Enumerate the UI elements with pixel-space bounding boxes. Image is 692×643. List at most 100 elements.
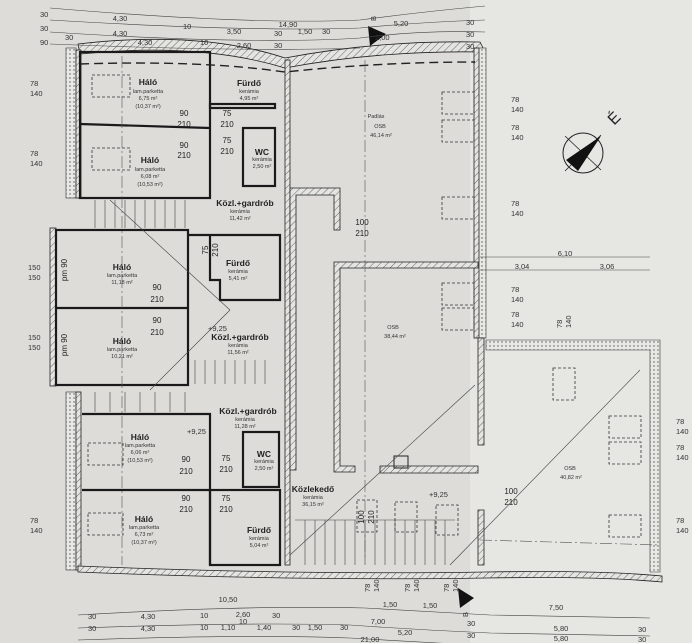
roof-lines: [79, 56, 661, 565]
svg-text:kerámia: kerámia: [228, 343, 249, 349]
svg-text:210: 210: [219, 505, 233, 514]
svg-text:210: 210: [211, 243, 220, 257]
room-wc-1: WC kerámia 2,50 m²: [252, 147, 273, 170]
svg-text:kerámia: kerámia: [254, 459, 275, 465]
svg-text:30: 30: [40, 10, 48, 19]
svg-text:11,28 m²: 11,28 m²: [234, 424, 255, 430]
svg-text:40,82 m²: 40,82 m²: [560, 475, 582, 481]
svg-text:78: 78: [30, 516, 38, 525]
svg-text:pm 90: pm 90: [60, 333, 69, 356]
svg-text:30: 30: [65, 33, 73, 42]
svg-text:1,10: 1,10: [221, 623, 236, 632]
svg-text:Háló: Háló: [131, 432, 149, 442]
svg-text:Háló: Háló: [113, 336, 131, 346]
roof-windows: [87, 74, 642, 538]
svg-text:Háló: Háló: [139, 77, 157, 87]
svg-text:(10,37 m²): (10,37 m²): [135, 104, 161, 110]
svg-text:210: 210: [220, 120, 234, 129]
svg-text:lam.parketta: lam.parketta: [107, 273, 138, 279]
svg-text:75: 75: [222, 454, 231, 463]
svg-text:210: 210: [504, 498, 518, 507]
svg-text:140: 140: [676, 526, 689, 535]
svg-text:Közl.+gardrób: Közl.+gardrób: [211, 332, 268, 342]
top-dimension-lines: 4,30 14,90 5,20 30 30 30 4,30 10 3,50 30…: [40, 5, 486, 51]
room-halo-4: Háló lam.parketta 10,21 m²: [107, 336, 138, 360]
svg-text:78: 78: [511, 310, 519, 319]
svg-text:OSB: OSB: [387, 325, 399, 331]
svg-text:lam.parketta: lam.parketta: [107, 347, 138, 353]
svg-text:150: 150: [28, 263, 41, 272]
svg-text:150: 150: [28, 343, 41, 352]
svg-text:5,80: 5,80: [554, 624, 569, 633]
svg-text:B: B: [461, 612, 470, 617]
svg-text:30: 30: [467, 631, 475, 640]
svg-text:75: 75: [222, 494, 231, 503]
svg-text:kerámia: kerámia: [252, 157, 273, 163]
svg-text:2,50 m²: 2,50 m²: [253, 164, 272, 170]
svg-text:6,73 m²: 6,73 m²: [135, 532, 154, 538]
svg-text:210: 210: [355, 229, 369, 238]
svg-text:6,10: 6,10: [558, 249, 573, 258]
svg-text:Közl.+gardrób: Közl.+gardrób: [219, 406, 276, 416]
svg-text:10: 10: [200, 623, 208, 632]
svg-text:75: 75: [223, 136, 232, 145]
svg-text:10,50: 10,50: [219, 595, 238, 604]
svg-text:2,60: 2,60: [236, 610, 251, 619]
svg-text:210: 210: [179, 467, 193, 476]
svg-text:kerámia: kerámia: [235, 417, 256, 423]
svg-text:210: 210: [150, 295, 164, 304]
svg-text:11,56 m²: 11,56 m²: [227, 350, 248, 356]
svg-text:140: 140: [30, 159, 43, 168]
svg-text:78: 78: [30, 79, 38, 88]
room-furdo-1: Fürdő kerámia 4,95 m²: [237, 78, 261, 102]
svg-text:140: 140: [451, 579, 460, 592]
svg-text:lam.parketta: lam.parketta: [129, 525, 160, 531]
svg-text:78: 78: [511, 123, 519, 132]
svg-text:30: 30: [40, 24, 48, 33]
svg-text:30: 30: [466, 30, 474, 39]
svg-text:OSB: OSB: [374, 124, 386, 130]
svg-text:lam.parketta: lam.parketta: [125, 443, 156, 449]
svg-text:30: 30: [466, 42, 474, 51]
room-kozl-3: Közl.+gardrób kerámia 11,28 m²: [219, 406, 276, 430]
svg-text:100: 100: [504, 487, 518, 496]
interior-walls: [54, 50, 485, 567]
svg-text:78: 78: [30, 149, 38, 158]
svg-text:78: 78: [555, 320, 564, 328]
svg-text:210: 210: [150, 328, 164, 337]
svg-text:5,04 m²: 5,04 m²: [250, 543, 269, 549]
svg-text:7,00: 7,00: [371, 617, 386, 626]
svg-text:78: 78: [403, 584, 412, 592]
svg-text:210: 210: [177, 151, 191, 160]
svg-text:150: 150: [28, 333, 41, 342]
svg-text:140: 140: [511, 105, 524, 114]
svg-text:+9,25: +9,25: [187, 427, 206, 436]
svg-text:Közl.+gardrób: Közl.+gardrób: [216, 198, 273, 208]
svg-text:210: 210: [179, 505, 193, 514]
svg-text:1,50: 1,50: [383, 600, 398, 609]
svg-text:Fürdő: Fürdő: [247, 525, 271, 535]
svg-text:Fürdő: Fürdő: [226, 258, 250, 268]
svg-text:(10,37 m²): (10,37 m²): [131, 540, 157, 546]
svg-text:140: 140: [511, 320, 524, 329]
svg-text:30: 30: [322, 27, 330, 36]
svg-text:1,50: 1,50: [298, 27, 313, 36]
svg-text:78: 78: [511, 285, 519, 294]
svg-text:kerámia: kerámia: [228, 269, 249, 275]
svg-text:lam.parketta: lam.parketta: [133, 89, 164, 95]
svg-text:30: 30: [88, 612, 96, 621]
svg-text:4,30: 4,30: [113, 14, 128, 23]
svg-text:140: 140: [564, 315, 573, 328]
room-halo-2: Háló lam.parketta 6,08 m² (10,53 m²): [135, 155, 166, 188]
svg-text:(10,53 m²): (10,53 m²): [127, 458, 153, 464]
room-halo-1: Háló lam.parketta 6,75 m² (10,37 m²): [133, 77, 164, 110]
room-kozl-1: Közl.+gardrób kerámia 11,42 m²: [216, 198, 273, 222]
svg-text:90: 90: [182, 494, 191, 503]
room-wc-2: WC kerámia 2,50 m²: [254, 449, 275, 472]
svg-text:3,50: 3,50: [227, 27, 242, 36]
svg-text:46,14 m²: 46,14 m²: [370, 133, 392, 139]
svg-text:Háló: Háló: [141, 155, 159, 165]
svg-text:Fürdő: Fürdő: [237, 78, 261, 88]
